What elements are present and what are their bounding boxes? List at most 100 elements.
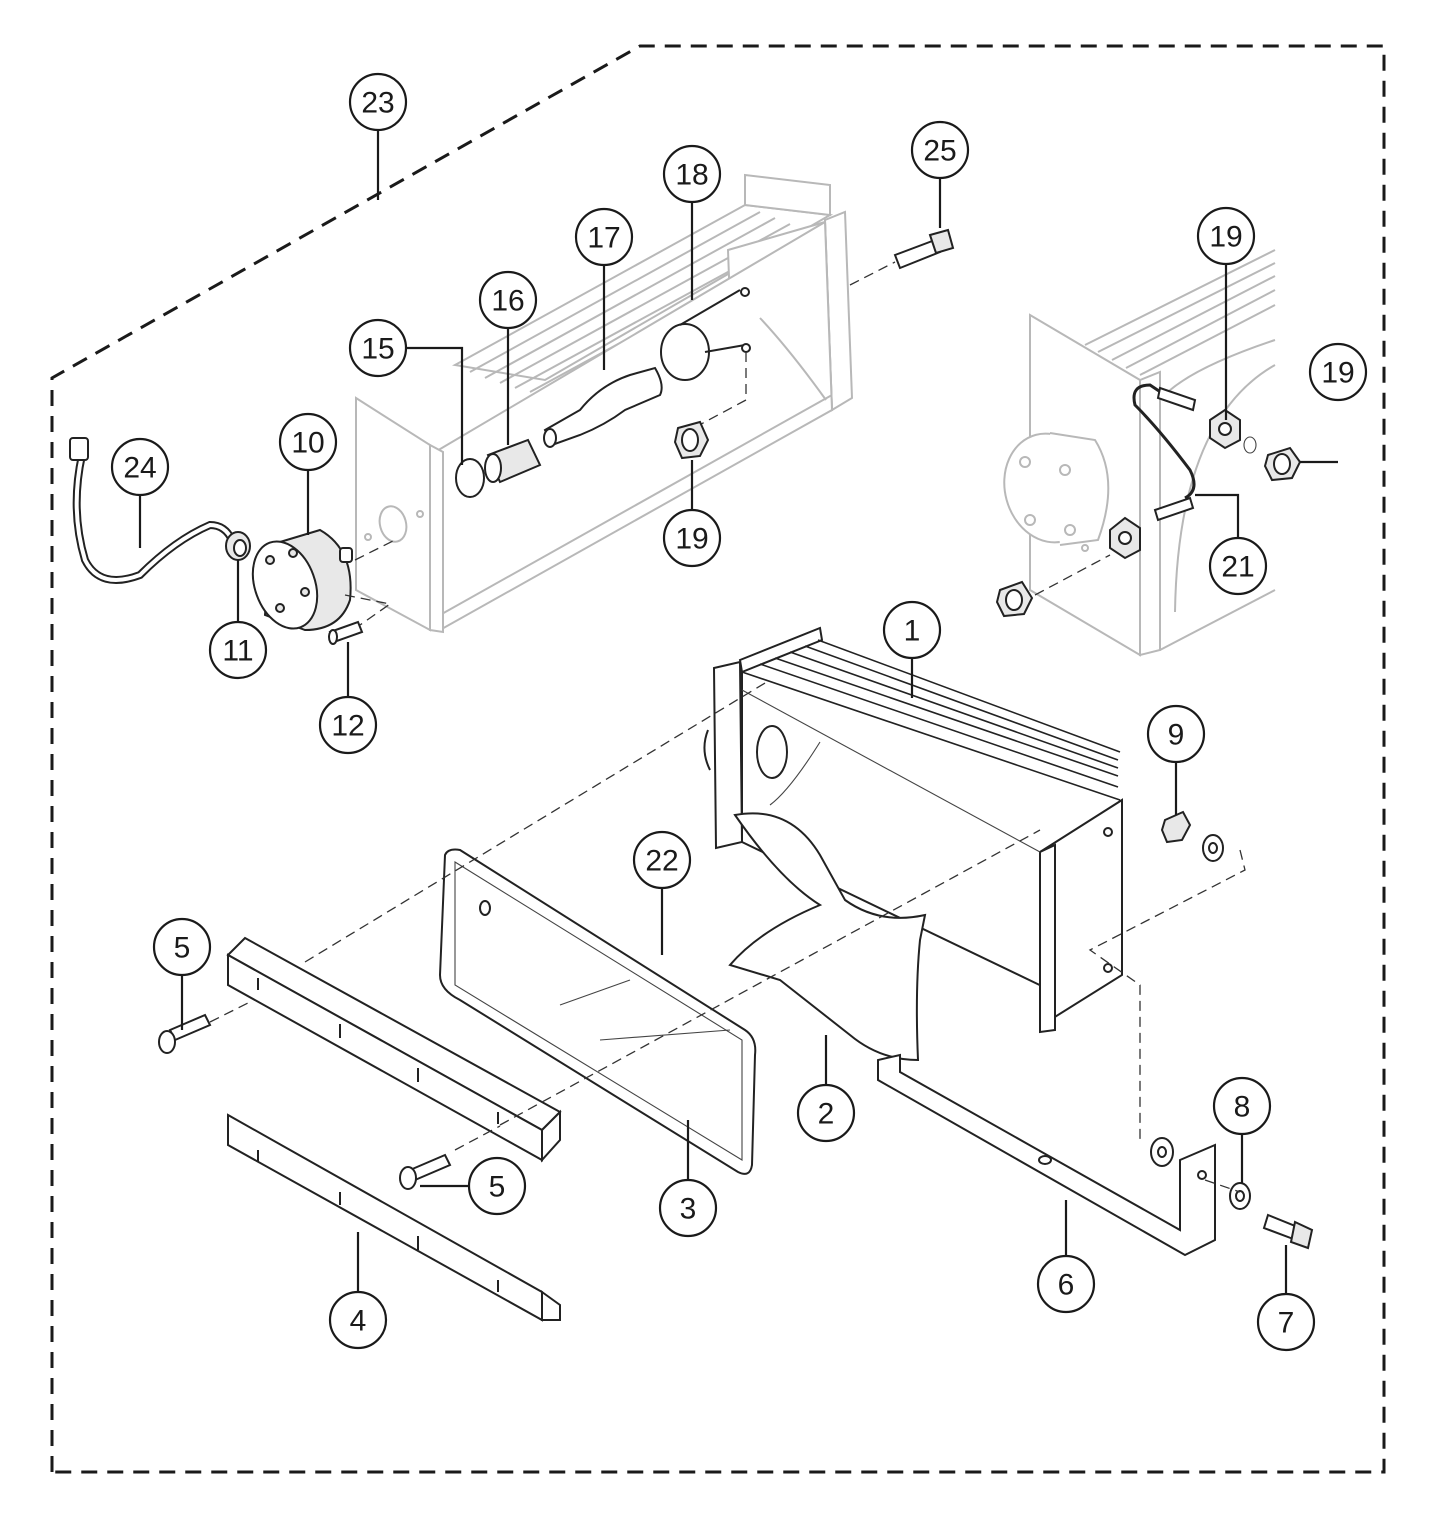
callout-circle	[910, 120, 970, 180]
callout-label: 23	[361, 87, 394, 120]
callout-label: 8	[1234, 1091, 1251, 1124]
callout-circle	[328, 1290, 388, 1350]
screw-12	[328, 620, 364, 645]
callout-label: 17	[587, 222, 620, 255]
callout-circle	[1308, 342, 1368, 402]
callout-8: 8	[1212, 1076, 1272, 1136]
cover-plate-22	[438, 848, 757, 1175]
nut-19-b	[1263, 446, 1302, 482]
mounting-rail-4	[227, 1113, 561, 1322]
callout-circle	[152, 917, 212, 977]
screw-5-lower	[399, 1153, 452, 1190]
callout-circle	[662, 144, 722, 204]
callout-19: 19	[1308, 342, 1368, 402]
callout-circle	[1146, 704, 1206, 764]
callout-5: 5	[152, 917, 212, 977]
heat-exchanger-1	[703, 626, 1123, 1034]
sensor-cable-21	[1132, 383, 1197, 522]
upper-right-housing-ghost	[1003, 249, 1276, 657]
callout-circle	[348, 72, 408, 132]
callout-circle	[278, 412, 338, 472]
gasket-sheet-2	[728, 812, 927, 1062]
callout-circle	[467, 1156, 527, 1216]
callout-label: 22	[645, 845, 678, 878]
callout-5: 5	[467, 1156, 527, 1216]
callout-label: 5	[489, 1171, 506, 1204]
callout-1: 1	[882, 600, 942, 660]
screw-5-upper	[158, 1013, 212, 1054]
callout-circle	[658, 1178, 718, 1238]
callout-circle	[1196, 206, 1256, 266]
callout-24: 24	[110, 437, 170, 497]
nozzle-17	[543, 366, 663, 448]
upper-left-housing-ghost	[355, 173, 854, 634]
callout-circle	[662, 508, 722, 568]
callout-3: 3	[658, 1178, 718, 1238]
callout-10: 10	[278, 412, 338, 472]
callout-label: 4	[350, 1305, 367, 1338]
end-cap-10	[251, 528, 353, 632]
kit-boundary	[50, 44, 1386, 1474]
washer-8	[1150, 1137, 1251, 1210]
callout-17: 17	[574, 207, 634, 267]
callout-circle	[110, 437, 170, 497]
callout-label: 6	[1058, 1269, 1075, 1302]
callout-label: 25	[923, 135, 956, 168]
callout-label: 7	[1278, 1307, 1295, 1340]
callout-label: 18	[675, 159, 708, 192]
callout-7: 7	[1256, 1292, 1316, 1352]
callout-4: 4	[328, 1290, 388, 1350]
nut-19-upper	[673, 420, 710, 460]
callout-label: 2	[818, 1098, 835, 1131]
nut-9	[1160, 810, 1224, 862]
callout-9: 9	[1146, 704, 1206, 764]
grommet-11	[225, 531, 251, 561]
callout-21: 21	[1208, 536, 1268, 596]
callout-label: 9	[1168, 719, 1185, 752]
callout-label: 12	[331, 710, 364, 743]
callout-6: 6	[1036, 1254, 1096, 1314]
callout-19: 19	[1196, 206, 1256, 266]
callout-circle	[318, 695, 378, 755]
callout-label: 11	[222, 635, 253, 668]
callout-label: 19	[1321, 357, 1354, 390]
callout-16: 16	[478, 270, 538, 330]
nut-lower-right	[995, 580, 1034, 618]
callout-label: 5	[174, 932, 191, 965]
cable-24	[69, 437, 236, 584]
callout-label: 1	[904, 615, 921, 648]
callout-23: 23	[348, 72, 408, 132]
fitting-16	[484, 438, 542, 484]
callout-label: 10	[291, 427, 324, 460]
callout-2: 2	[796, 1083, 856, 1143]
callout-11: 11	[208, 620, 268, 680]
callout-circle	[1208, 536, 1268, 596]
callout-19: 19	[662, 508, 722, 568]
callout-15: 15	[348, 318, 408, 378]
bolt-7	[1262, 1213, 1314, 1250]
support-bracket-6	[877, 1053, 1216, 1257]
callout-label: 3	[680, 1193, 697, 1226]
callout-circle	[632, 830, 692, 890]
callout-circle	[478, 270, 538, 330]
callout-25: 25	[910, 120, 970, 180]
callout-circle	[574, 207, 634, 267]
star-nut-21	[1109, 516, 1141, 560]
o-ring-15	[455, 458, 485, 498]
callout-18: 18	[662, 144, 722, 204]
callout-label: 24	[123, 452, 156, 485]
callout-label: 19	[1209, 221, 1242, 254]
callout-circle	[208, 620, 268, 680]
mounting-rail-upper	[226, 936, 562, 1163]
callout-circle	[348, 318, 408, 378]
callout-label: 19	[675, 523, 708, 556]
callout-circle	[796, 1083, 856, 1143]
callout-label: 21	[1221, 551, 1254, 584]
callout-circle	[1212, 1076, 1272, 1136]
callout-circle	[882, 600, 942, 660]
callout-circle	[1256, 1292, 1316, 1352]
bolt-25	[893, 228, 955, 270]
spring-clip-18	[660, 287, 751, 381]
